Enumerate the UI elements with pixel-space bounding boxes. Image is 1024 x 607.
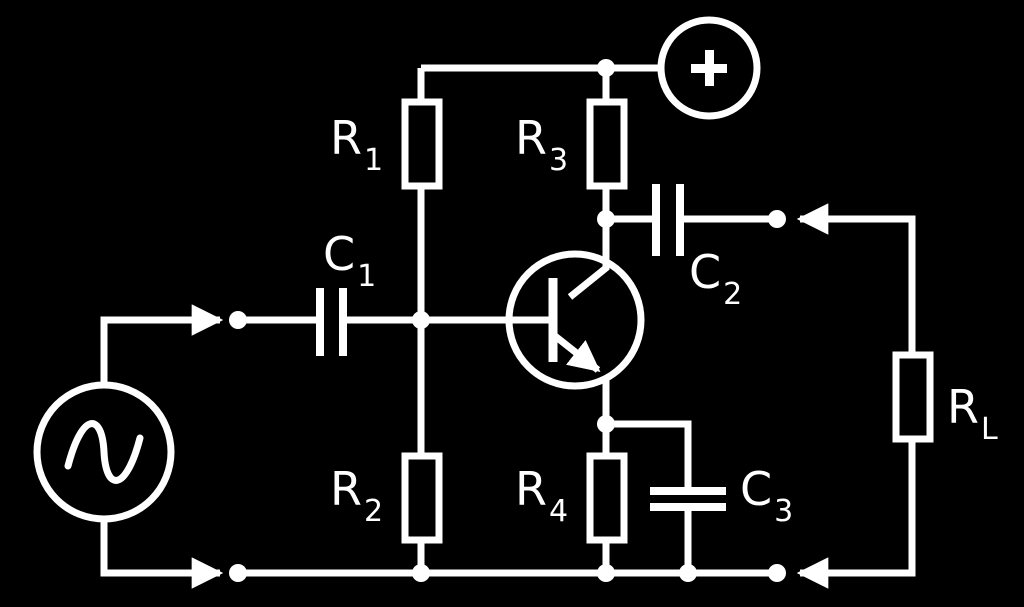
collector-wire <box>567 186 610 300</box>
capacitor-c2-plate-left <box>652 184 660 256</box>
source-top-wire <box>100 304 224 385</box>
c3-wire-top <box>606 420 692 491</box>
input-terminal-bottom <box>229 564 247 582</box>
resistor-r2 <box>401 452 443 544</box>
resistor-r3 <box>586 98 628 190</box>
load-bottom-wire <box>796 439 916 589</box>
label-c3: C3 <box>740 462 793 529</box>
signal-source-circle <box>33 381 175 523</box>
label-r4: R4 <box>515 462 568 529</box>
output-terminal-bottom <box>768 564 786 582</box>
junction-dot-base <box>412 311 430 329</box>
label-c2: C2 <box>689 245 742 312</box>
capacitor-c3-plate-bottom <box>650 503 726 511</box>
junction-dot-collector <box>597 210 615 228</box>
output-terminal-top <box>768 210 786 228</box>
label-c1: C1 <box>323 227 376 294</box>
resistor-r1 <box>401 98 443 190</box>
junction-dot-ground-c3 <box>679 564 697 582</box>
capacitor-c1-plate-right <box>339 288 347 356</box>
capacitor-c3-plate-top <box>650 487 726 495</box>
label-r3: R3 <box>515 111 568 178</box>
junction-dot-ground-r4 <box>597 564 615 582</box>
transistor-emitter-leg <box>552 333 601 373</box>
resistor-r4 <box>586 452 628 544</box>
capacitor-c2-plate-right <box>676 184 684 256</box>
label-rl: RL <box>947 380 998 447</box>
capacitor-c1-plate-left <box>316 288 324 356</box>
resistor-rl <box>892 351 934 443</box>
load-top-wire <box>796 203 916 355</box>
transistor-body <box>505 250 645 390</box>
supply-terminal-circle <box>657 16 761 120</box>
input-terminal-top <box>229 311 247 329</box>
sine-wave-icon <box>64 420 144 484</box>
source-bottom-wire <box>100 520 224 589</box>
plus-sign-icon <box>691 50 727 86</box>
junction-dot-supply <box>597 59 615 77</box>
junction-dot-ground-r2 <box>412 564 430 582</box>
label-r1: R1 <box>330 111 383 178</box>
label-r2: R2 <box>330 462 383 529</box>
junction-dot-emitter <box>597 415 615 433</box>
